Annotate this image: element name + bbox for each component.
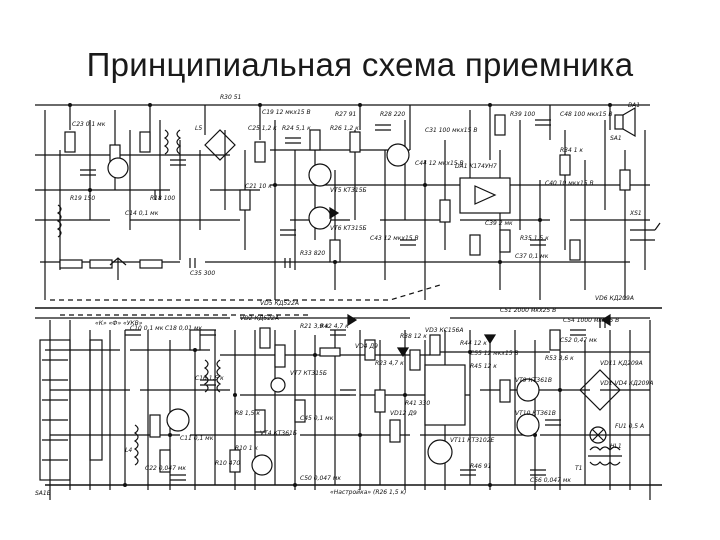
label: SA1Б [35,490,51,497]
label: C37 0,1 мк [515,253,549,260]
label: C56 0,047 мк [530,477,571,484]
jack-symbol [630,222,661,241]
bridge-rectifier-upper [204,129,236,161]
inductor-symbols [56,129,222,466]
label: «Настройка» (R26 1,5 к) [330,489,406,496]
label: R26 1,2 к [330,125,359,132]
label: VD1-VD4 КД209А [600,380,653,387]
bridge-rectifier-lower [579,369,621,411]
label: VT6 KT315Б [330,225,367,232]
label: C52 0,47 мк [560,337,598,344]
label: HL1 [610,443,622,450]
amplifier-ic [459,177,511,214]
transformer-symbol [588,446,622,466]
label: C21 10 к [245,183,272,190]
label: C40 10 мкх15 В [545,180,594,187]
resistor-symbols [59,114,631,473]
label: DA1 K174УН7 [455,163,497,170]
label: VD5 КД522А [260,300,299,307]
label: C16 1,5 к [195,375,224,382]
label: BA1 [628,102,640,109]
label: VT10 КТ361В [515,410,556,417]
label: XS1 [629,210,642,217]
label: VT4 КТ361Б [260,430,297,437]
label: C54 1000 мкх25 В [563,317,619,324]
label: C35 300 [190,270,215,277]
label: C50 0,047 мк [300,475,341,482]
label: T1 [575,465,582,472]
label: C51 2000 мкх25 В [500,307,556,314]
label: VD11 КД209А [600,360,643,367]
label: C55 12 мкх15 В [470,350,519,357]
label: R18 100 [150,195,175,202]
diode-symbols [329,206,611,358]
label: VD6 КД209А [595,295,634,302]
label: VT5 KT315Б [330,187,367,194]
slide-title: Принципиальная схема приемника [86,46,634,83]
receiver-schematic: R30 51 C19 12 мкх15 В R27 91 R28 220 R39… [35,94,662,500]
label: R39 100 [510,111,535,118]
label: VT7 КТ315Б [290,370,327,377]
label: R38 12 к [400,333,427,340]
label: R45 12 к [470,363,497,370]
switch-bank [39,339,103,481]
label: L4 [125,447,132,454]
label: L5 [195,125,202,132]
label: R53 3,6 к [545,355,574,362]
antenna-symbol [109,257,127,280]
component-labels: R30 51 C19 12 мкх15 В R27 91 R28 220 R39… [35,94,653,497]
junction-dots [68,103,612,487]
label: R35 1,5 к [520,235,549,242]
label: R8 1,5 к [235,410,260,417]
label: R46 91 [470,463,491,470]
label: VD4 Д9 [355,343,378,350]
label: VD12 Д9 [390,410,417,417]
label: FU1 0,5 А [615,423,644,430]
label: R27 91 [335,111,356,118]
label: R44 12 к [460,340,487,347]
label: C18 0,01 мк [165,325,203,332]
label: R24 5,1 к [282,125,311,132]
lamp-symbol [589,426,607,444]
label: VD3 КС156А [425,327,463,334]
label: R28 220 [380,111,405,118]
label: R41 330 [405,400,430,407]
label: C23 0,1 мк [72,121,106,128]
label: R10 470 [215,460,240,467]
label: C44 12 мкх15 В [415,160,464,167]
ic-block [424,364,466,426]
schematic-components [39,106,661,481]
label: C10 0,1 мк [130,325,164,332]
label: R34 1 к [560,147,583,154]
label: R10 1 к [235,445,258,452]
label: C43 12 мкх15 В [370,235,419,242]
label: R23 4,7 к [375,360,404,367]
label: C22 0,047 мк [145,465,186,472]
label: VT9 КТ361В [515,377,552,384]
label: R42 4,7 к [320,323,349,330]
label: R19 150 [70,195,95,202]
label: C31 100 мкх15 В [425,127,477,134]
label: C39 2 мк [485,220,513,227]
label: R21 3,9 к [300,323,329,330]
label: C14 0,1 мк [125,210,159,217]
label: SA1 [610,135,622,142]
label: R30 51 [220,94,241,101]
label: VD2 КД522А [240,315,279,322]
label: R33 820 [300,250,325,257]
label: VT11 КТ3102Е [450,437,495,444]
label: C45 0,1 мк [300,415,334,422]
transistor-symbols [107,143,540,476]
speaker-symbol [614,106,636,138]
label: C11 0,1 мк [180,435,214,442]
label: C48 100 мкх15 В [560,111,612,118]
label: C19 12 мкх15 В [262,109,311,116]
label: C25 1,2 к [248,125,277,132]
label: «К» «Ф» «УКВ» [95,320,143,327]
